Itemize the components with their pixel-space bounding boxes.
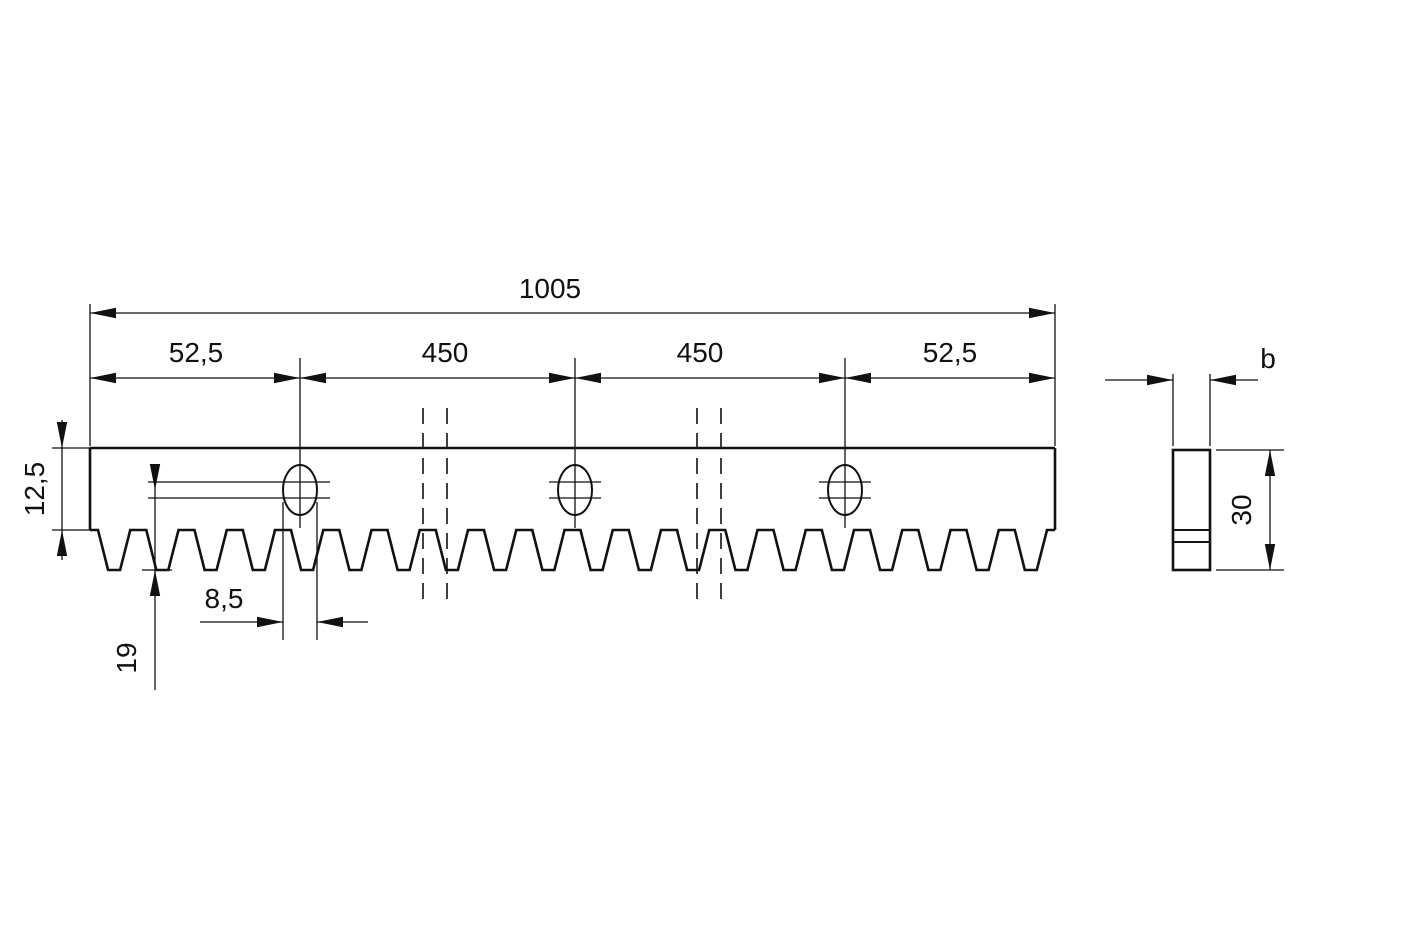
dimension-arrow — [1029, 307, 1055, 319]
dimension-arrow — [90, 372, 116, 384]
dimension-arrow — [1147, 374, 1173, 386]
label-left-hole-offset: 52,5 — [169, 337, 224, 368]
dimension-arrow — [819, 372, 845, 384]
dimension-arrows — [56, 307, 1276, 628]
side-view-outline — [1171, 448, 1212, 572]
dimension-arrow — [149, 570, 161, 596]
dimension-arrow — [1264, 450, 1276, 476]
dimension-arrow — [317, 616, 343, 628]
rack-teeth-profile — [90, 528, 1055, 572]
dimension-lines — [52, 304, 1284, 690]
rack-side-view — [1171, 448, 1212, 572]
label-top-to-root: 12,5 — [19, 462, 50, 517]
dimension-arrow — [274, 372, 300, 384]
dimension-arrow — [1210, 374, 1236, 386]
dimension-arrow — [1264, 544, 1276, 570]
dimension-arrow — [575, 372, 601, 384]
dimension-arrow — [56, 422, 68, 448]
slot-reference-lines — [148, 481, 871, 499]
dimension-arrow — [90, 307, 116, 319]
dimension-arrow — [300, 372, 326, 384]
dimension-arrow — [257, 616, 283, 628]
label-center-to-tip: 19 — [111, 642, 142, 673]
label-slot-width: 8,5 — [205, 583, 244, 614]
dimension-arrow — [845, 372, 871, 384]
dimension-arrow — [56, 530, 68, 556]
label-side-height: 30 — [1226, 494, 1257, 525]
dimension-arrow — [549, 372, 575, 384]
slot-centerlines — [299, 358, 846, 528]
rack-front-view — [88, 446, 1057, 572]
label-hole-spacing-1: 450 — [422, 337, 469, 368]
dimension-arrow — [1029, 372, 1055, 384]
dimension-labels: 1005 52,5 450 450 52,5 12,5 19 8,5 b 30 — [19, 273, 1276, 674]
label-right-hole-offset: 52,5 — [923, 337, 978, 368]
dimension-arrow — [149, 464, 161, 490]
label-total-length: 1005 — [519, 273, 581, 304]
label-thickness: b — [1260, 343, 1276, 374]
mounting-slots — [282, 464, 863, 516]
label-hole-spacing-2: 450 — [677, 337, 724, 368]
break-lines — [422, 408, 722, 608]
